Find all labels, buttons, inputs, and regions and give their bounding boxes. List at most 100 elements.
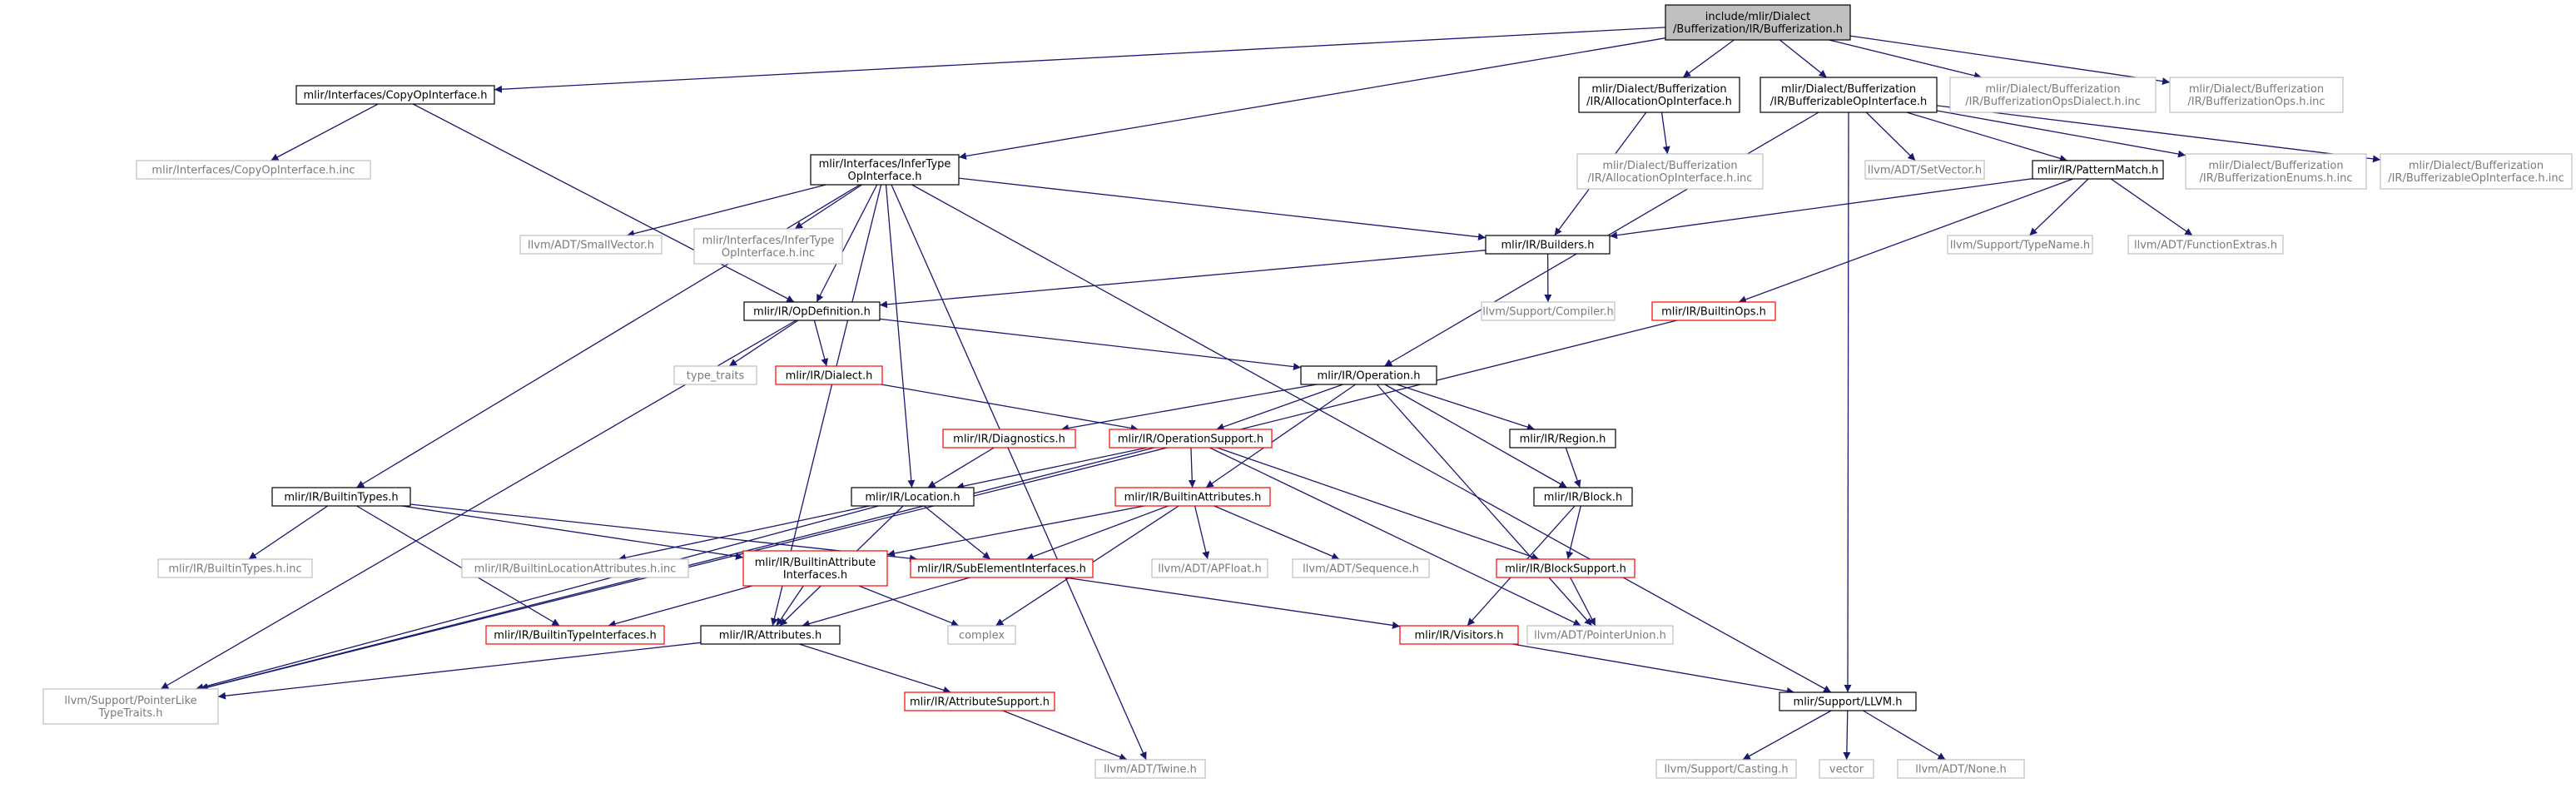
- node-llvm[interactable]: mlir/Support/LLVM.h: [1779, 691, 1917, 711]
- node-label: mlir/Dialect/Bufferization: [1985, 83, 2120, 96]
- node-patternmatch[interactable]: mlir/IR/PatternMatch.h: [2032, 160, 2164, 180]
- node-opdefinition[interactable]: mlir/IR/OpDefinition.h: [743, 301, 881, 321]
- edge-operationsupport-to-blocksupport: [1217, 447, 1540, 561]
- node-label: vector: [1829, 764, 1864, 776]
- node-smallvector[interactable]: llvm/ADT/SmallVector.h: [519, 235, 663, 255]
- node-box: [1094, 759, 1206, 779]
- node-casting[interactable]: llvm/Support/Casting.h: [1655, 759, 1797, 779]
- node-alloc_inc[interactable]: mlir/Dialect/Bufferization/IR/Allocation…: [1576, 153, 1764, 190]
- node-copyop_inc[interactable]: mlir/Interfaces/CopyOpInterface.h.inc: [136, 160, 371, 180]
- edge-subelement-to-attributes: [802, 577, 970, 627]
- edge-builtintypes-to-builtintypeinterfaces: [356, 505, 560, 627]
- node-dialect[interactable]: mlir/IR/Dialect.h: [775, 365, 883, 385]
- edge-bufferizable-to-bufferizable_inc: [1936, 105, 2381, 163]
- node-vector[interactable]: vector: [1819, 759, 1874, 779]
- node-label: mlir/IR/Block.h: [1544, 492, 1622, 504]
- node-diagnostics[interactable]: mlir/IR/Diagnostics.h: [942, 429, 1076, 449]
- node-typename[interactable]: llvm/Support/TypeName.h: [1947, 235, 2093, 255]
- node-type_traits[interactable]: type_traits: [673, 365, 757, 385]
- node-label: mlir/IR/Operation.h: [1318, 370, 1421, 383]
- edge-builtinattributes-to-subelement: [1025, 505, 1169, 561]
- node-box: [942, 429, 1076, 449]
- edge-copyop-to-opdefinition: [412, 103, 795, 303]
- node-location[interactable]: mlir/IR/Location.h: [851, 487, 975, 507]
- node-box: [2127, 235, 2284, 255]
- node-region[interactable]: mlir/IR/Region.h: [1509, 429, 1616, 449]
- node-label: mlir/Dialect/Bufferization: [2409, 160, 2544, 172]
- node-functionextras[interactable]: llvm/ADT/FunctionExtras.h: [2127, 235, 2284, 255]
- node-blocksupport[interactable]: mlir/IR/BlockSupport.h: [1496, 558, 1635, 578]
- edge-operationsupport-to-pointerunion: [1209, 447, 1581, 627]
- node-box: [2185, 153, 2367, 190]
- node-builders[interactable]: mlir/IR/Builders.h: [1485, 235, 1611, 255]
- dependency-edges: [160, 27, 2381, 761]
- node-pointerunion[interactable]: llvm/ADT/PointerUnion.h: [1526, 625, 1674, 645]
- node-visitors[interactable]: mlir/IR/Visitors.h: [1399, 625, 1519, 645]
- node-box: [673, 365, 757, 385]
- node-box: [700, 625, 841, 645]
- node-box: [461, 558, 689, 578]
- node-operationsupport[interactable]: mlir/IR/OperationSupport.h: [1109, 429, 1273, 449]
- node-bufferizable_inc[interactable]: mlir/Dialect/Bufferization/IR/Bufferizab…: [2380, 153, 2573, 190]
- node-label: mlir/IR/SubElementInterfaces.h: [917, 563, 1086, 576]
- node-box: [42, 688, 219, 725]
- node-box: [851, 487, 975, 507]
- edge-bufferization-to-bufferizable: [1779, 39, 1828, 78]
- node-label: /Bufferization/IR/Bufferization.h: [1673, 23, 1843, 36]
- node-box: [2380, 153, 2573, 190]
- node-box: [1864, 160, 1985, 180]
- node-apfloat[interactable]: llvm/ADT/APFloat.h: [1151, 558, 1268, 578]
- edge-builtinattrinterfaces-to-attributes: [776, 585, 804, 627]
- node-builtintypes[interactable]: mlir/IR/BuiltinTypes.h: [271, 487, 411, 507]
- node-label: mlir/IR/Dialect.h: [786, 370, 873, 383]
- node-ops_inc[interactable]: mlir/Dialect/Bufferization/IR/Bufferizat…: [2169, 77, 2344, 113]
- node-label: type_traits: [687, 370, 745, 383]
- node-bufferizable[interactable]: mlir/Dialect/Bufferization/IR/Bufferizab…: [1760, 77, 1938, 113]
- node-label: mlir/IR/PatternMatch.h: [2037, 165, 2159, 177]
- node-complex[interactable]: complex: [947, 625, 1016, 645]
- node-infertype_inc[interactable]: mlir/Interfaces/InferTypeOpInterface.h.i…: [693, 228, 843, 265]
- node-compiler[interactable]: llvm/Support/Compiler.h: [1481, 301, 1616, 321]
- node-label: /IR/BufferizableOpInterface.h: [1770, 96, 1927, 108]
- node-operation[interactable]: mlir/IR/Operation.h: [1300, 365, 1437, 385]
- edge-patternmatch-to-typename: [2028, 178, 2089, 236]
- node-label: llvm/ADT/None.h: [1915, 764, 2006, 776]
- node-builtinlocattrs_inc[interactable]: mlir/IR/BuiltinLocationAttributes.h.inc: [461, 558, 689, 578]
- edge-llvm-to-casting: [1742, 710, 1832, 761]
- node-copyop[interactable]: mlir/Interfaces/CopyOpInterface.h: [295, 85, 495, 105]
- node-builtinattributes[interactable]: mlir/IR/BuiltinAttributes.h: [1114, 487, 1271, 507]
- node-label: mlir/IR/Attributes.h: [719, 630, 821, 642]
- node-ops_dialect_inc[interactable]: mlir/Dialect/Bufferization/IR/Bufferizat…: [1949, 77, 2157, 113]
- node-attributes[interactable]: mlir/IR/Attributes.h: [700, 625, 841, 645]
- node-builtintypes_inc[interactable]: mlir/IR/BuiltinTypes.h.inc: [157, 558, 313, 578]
- edge-infertype-to-location: [885, 184, 916, 488]
- edge-opdefinition-to-dialect: [813, 320, 829, 367]
- node-box: [1819, 759, 1874, 779]
- node-twine[interactable]: llvm/ADT/Twine.h: [1094, 759, 1206, 779]
- edge-infertype-to-infertype_inc: [794, 184, 862, 230]
- node-allocation[interactable]: mlir/Dialect/Bufferization/IR/Allocation…: [1578, 77, 1740, 113]
- node-box: [295, 85, 495, 105]
- node-setvector[interactable]: llvm/ADT/SetVector.h: [1864, 160, 1985, 180]
- node-block[interactable]: mlir/IR/Block.h: [1533, 487, 1633, 507]
- node-attributesupport[interactable]: mlir/IR/AttributeSupport.h: [904, 691, 1055, 711]
- edge-infertype-to-twine: [891, 184, 1147, 761]
- node-builtintypeinterfaces[interactable]: mlir/IR/BuiltinTypeInterfaces.h: [485, 625, 665, 645]
- node-box: [947, 625, 1016, 645]
- edge-operation-to-block: [1384, 384, 1567, 488]
- node-label: mlir/IR/BuiltinTypes.h: [284, 492, 398, 504]
- edge-infertype-to-opdefinition: [816, 184, 878, 303]
- node-builtinops[interactable]: mlir/IR/BuiltinOps.h: [1651, 301, 1776, 321]
- edge-bufferization-to-infertype: [958, 37, 1666, 160]
- node-label: llvm/ADT/SmallVector.h: [528, 240, 654, 252]
- edge-builtinattributes-to-apfloat: [1194, 505, 1210, 560]
- node-sequence[interactable]: llvm/ADT/Sequence.h: [1292, 558, 1430, 578]
- node-subelement[interactable]: mlir/IR/SubElementInterfaces.h: [910, 558, 1094, 578]
- edge-builtintypes-to-builtintypes_inc: [248, 505, 329, 560]
- node-enums_inc[interactable]: mlir/Dialect/Bufferization/IR/Bufferizat…: [2185, 153, 2367, 190]
- node-label: /IR/BufferizableOpInterface.h.inc: [2388, 172, 2564, 185]
- node-none[interactable]: llvm/ADT/None.h: [1897, 759, 2025, 779]
